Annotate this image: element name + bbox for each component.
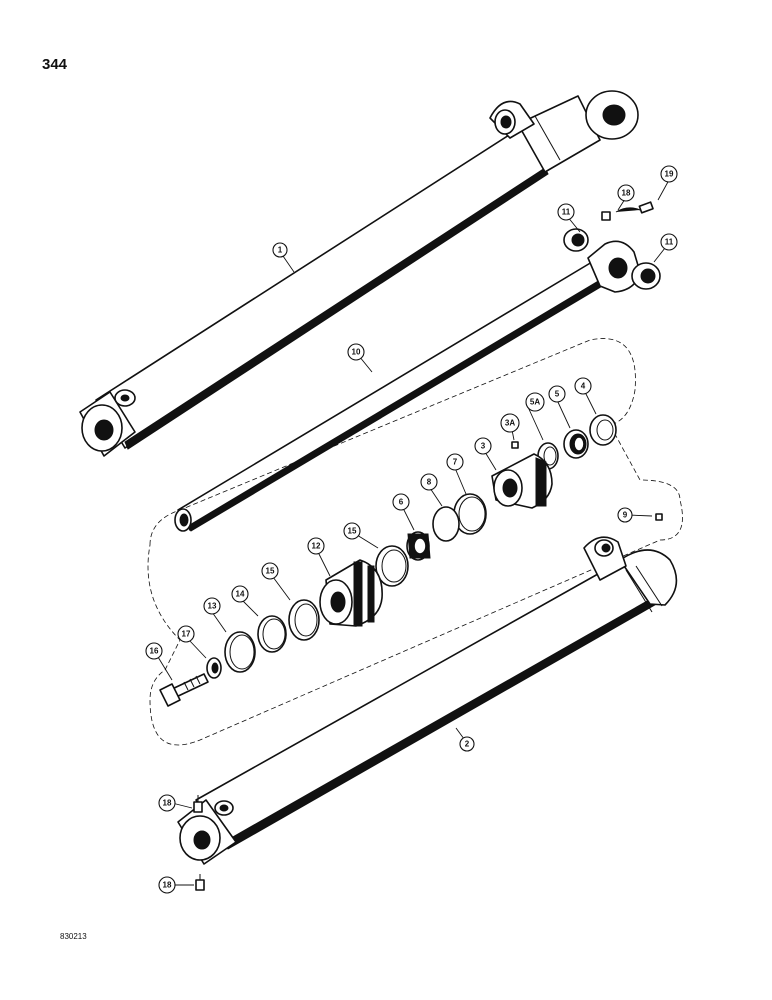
piston-rod	[174, 240, 641, 532]
callout-18-upper: 18	[158, 794, 176, 812]
callout-5a: 5A	[525, 392, 545, 412]
callout-15-upper: 15	[343, 522, 361, 540]
wear-ring-lower	[288, 599, 320, 641]
callout-15-lower: 15	[261, 562, 279, 580]
callout-8: 8	[420, 473, 438, 491]
svg-text:1: 1	[278, 246, 283, 255]
callout-18-rod: 18	[617, 184, 635, 202]
grease-fitting-lower	[195, 874, 205, 891]
svg-text:14: 14	[236, 590, 245, 599]
svg-text:18: 18	[163, 799, 172, 808]
gland-setscrew	[511, 441, 519, 449]
svg-text:10: 10	[352, 348, 361, 357]
callout-3a: 3A	[500, 413, 520, 433]
bushing-left	[563, 228, 589, 252]
svg-text:13: 13	[208, 602, 217, 611]
callout-19: 19	[660, 165, 678, 183]
callout-9: 9	[617, 507, 633, 523]
grease-fitting-upper	[193, 795, 203, 813]
callout-1: 1	[272, 242, 288, 258]
callout-14: 14	[231, 585, 249, 603]
svg-text:5: 5	[555, 390, 560, 399]
callout-11-right: 11	[660, 233, 678, 251]
callout-10: 10	[347, 343, 365, 361]
callout-5: 5	[548, 385, 566, 403]
svg-text:17: 17	[182, 630, 191, 639]
gland-backup-ring	[432, 506, 460, 542]
svg-text:5A: 5A	[530, 398, 540, 407]
svg-text:8: 8	[427, 478, 432, 487]
callout-17: 17	[177, 625, 195, 643]
svg-text:4: 4	[581, 382, 586, 391]
cylinder-barrel	[177, 536, 678, 865]
svg-text:3A: 3A	[505, 419, 515, 428]
document-code: 830213	[60, 932, 87, 941]
piston-bolt	[159, 673, 209, 707]
svg-text:19: 19	[665, 170, 674, 179]
callout-7: 7	[446, 453, 464, 471]
grease-fitting-rod	[601, 201, 654, 221]
cylinder-assembly	[79, 90, 639, 457]
svg-text:6: 6	[399, 498, 404, 507]
plug	[655, 513, 663, 521]
piston	[319, 559, 383, 627]
svg-text:7: 7	[453, 458, 458, 467]
page-number: 344	[42, 56, 68, 73]
svg-text:18: 18	[622, 189, 631, 198]
svg-text:11: 11	[562, 208, 571, 217]
svg-text:2: 2	[465, 740, 470, 749]
callout-13: 13	[203, 597, 221, 615]
callout-11-left: 11	[557, 203, 575, 221]
callout-12: 12	[307, 537, 325, 555]
svg-text:16: 16	[150, 647, 159, 656]
exploded-group-outline	[147, 338, 683, 746]
gland	[491, 453, 553, 509]
callout-2: 2	[459, 736, 475, 752]
wiper-seal	[589, 414, 617, 446]
svg-text:15: 15	[348, 527, 357, 536]
piston-seal	[257, 615, 287, 653]
svg-text:15: 15	[266, 567, 275, 576]
svg-text:11: 11	[665, 238, 674, 247]
svg-text:9: 9	[623, 511, 628, 520]
svg-text:3: 3	[481, 442, 486, 451]
svg-text:18: 18	[163, 881, 172, 890]
callout-3: 3	[474, 437, 492, 455]
callout-4: 4	[574, 377, 592, 395]
bearing-ring	[406, 531, 431, 561]
svg-text:12: 12	[312, 542, 321, 551]
bushing-right	[631, 262, 661, 290]
callout-18-lower: 18	[158, 876, 176, 894]
callout-6: 6	[392, 493, 410, 511]
callout-16: 16	[145, 642, 163, 660]
rod-seal	[563, 429, 589, 459]
wear-ring-upper	[375, 545, 409, 587]
